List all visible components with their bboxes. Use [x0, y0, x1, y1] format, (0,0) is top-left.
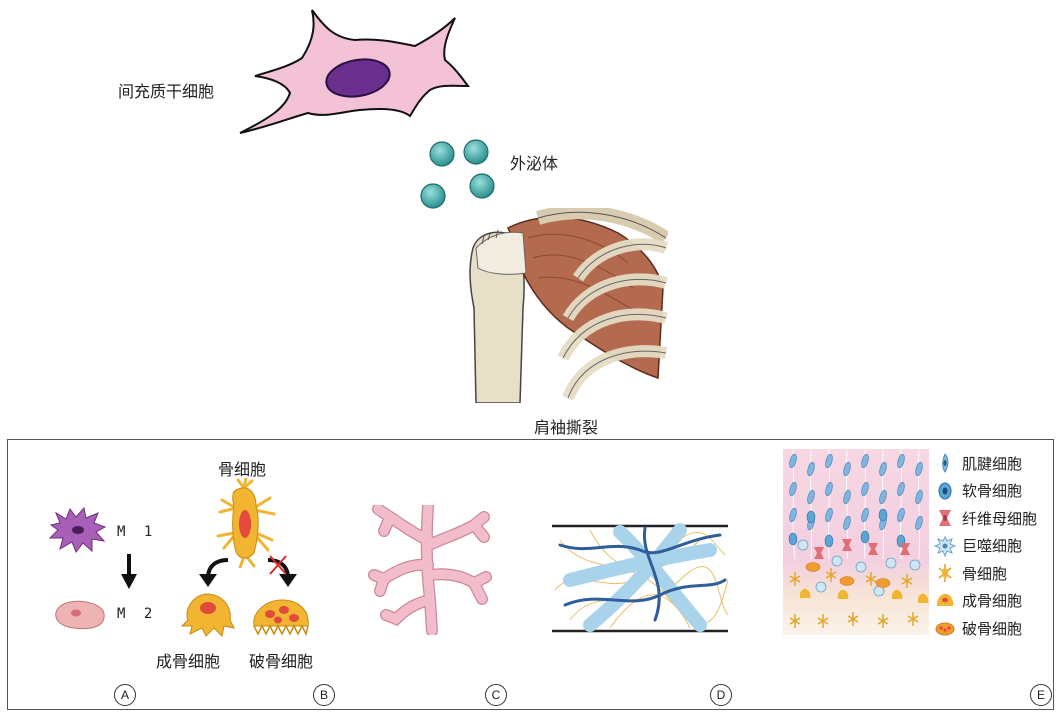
shoulder-illustration [468, 208, 668, 403]
legend-item: 巨噬细胞 [934, 533, 1022, 559]
macrophage-cell [886, 558, 896, 568]
exosome-label: 外泌体 [510, 150, 558, 174]
m2-macrophage-icon [52, 598, 108, 632]
chondrocyte-cell [807, 511, 815, 523]
inhibited-arrow-icon [262, 554, 302, 590]
macrophage-cell [856, 562, 866, 572]
fibroblast-icon [934, 507, 956, 529]
osteoblast-icon [180, 590, 236, 638]
macrophage-cell [816, 582, 826, 592]
msc-label: 间充质干细胞 [118, 78, 214, 102]
tenocyte-icon [934, 452, 956, 474]
osteoclast-icon [250, 596, 312, 640]
m1-macrophage-icon [48, 505, 108, 555]
legend-label: 软骨细胞 [962, 480, 1022, 501]
panel-b-tag: B [313, 684, 335, 706]
m1-label: M 1 [117, 524, 157, 540]
panel-d-tag: D [710, 684, 732, 706]
polarization-arrow-icon [120, 554, 138, 590]
osteoblast-icon [934, 590, 956, 612]
osteoclast-cell [876, 579, 890, 588]
osteoclast-icon [934, 617, 956, 639]
legend-item: 软骨细胞 [934, 478, 1022, 504]
osteocyte-icon [934, 562, 956, 584]
legend-label: 巨噬细胞 [962, 535, 1022, 556]
legend-label: 破骨细胞 [962, 618, 1022, 639]
blood-vessel-icon [366, 505, 492, 635]
chondrocyte-cell [825, 535, 833, 547]
panel-c-tag: C [485, 684, 507, 706]
legend-item: 成骨细胞 [934, 588, 1022, 614]
osteoclast-label: 破骨细胞 [249, 648, 313, 672]
osteoblast-label: 成骨细胞 [156, 648, 220, 672]
enthesis-illustration [783, 449, 929, 635]
legend-item: 纤维母细胞 [934, 505, 1037, 531]
legend-item: 破骨细胞 [934, 615, 1022, 641]
exosomes [415, 138, 505, 218]
macrophage-cell [910, 560, 920, 570]
osteocyte-label: 骨细胞 [218, 456, 266, 480]
legend-label: 骨细胞 [962, 563, 1007, 584]
chondrocyte-cell [879, 509, 887, 521]
panel-e-tag: E [1030, 684, 1052, 706]
legend-item: 骨细胞 [934, 560, 1007, 586]
osteoclast-cell [840, 577, 854, 586]
macrophage-icon [934, 535, 956, 557]
msc-cell [230, 8, 470, 138]
macrophage-cell [832, 556, 842, 566]
collagen-fibers-icon [550, 520, 730, 635]
macrophage-cell [798, 540, 808, 550]
chondrocyte-cell [861, 531, 869, 543]
m2-label: M 2 [117, 606, 157, 622]
legend-label: 成骨细胞 [962, 590, 1022, 611]
legend-label: 纤维母细胞 [962, 508, 1037, 529]
osteoclast-cell [806, 563, 820, 572]
chondrocyte-cell [789, 533, 797, 545]
panel-a-tag: A [114, 684, 136, 706]
differentiation-arrow-icon [196, 556, 232, 588]
legend-label: 肌腱细胞 [962, 453, 1022, 474]
chondrocyte-icon [934, 480, 956, 502]
legend-item: 肌腱细胞 [934, 450, 1022, 476]
injury-label: 肩袖撕裂 [534, 414, 598, 438]
